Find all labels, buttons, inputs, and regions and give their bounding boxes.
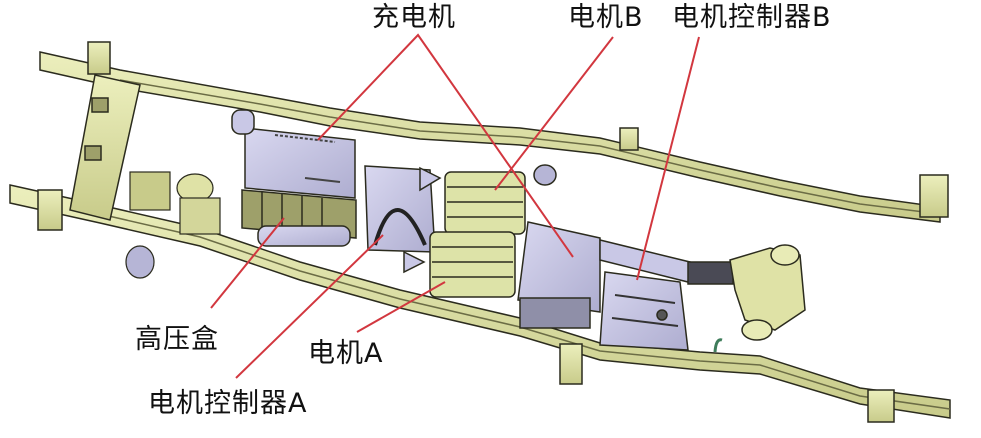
label-motor-a: 电机A: [308, 338, 384, 369]
leader-motor-b: [494, 36, 614, 191]
label-motor-controller-b: 电机控制器B: [672, 2, 832, 33]
motor-controller-a: [364, 165, 442, 274]
motor-b: [444, 171, 526, 235]
leader-motor-a: [356, 281, 446, 333]
front-cross-member: [69, 74, 141, 221]
charger-unit: [231, 109, 356, 199]
label-motor-controller-a: 电机控制器A: [148, 388, 308, 419]
lower-frame-rail: [9, 184, 951, 423]
leader-motor-controller-b: [636, 36, 700, 281]
label-charger: 充电机: [372, 2, 456, 33]
motor-controller-b: [599, 271, 689, 351]
leader-charger: [317, 33, 574, 258]
drive-shaft: [599, 239, 734, 285]
rear-differential: [729, 244, 806, 341]
green-pipe: [713, 338, 723, 353]
leader-lines: [210, 33, 700, 379]
motor-a: [429, 231, 516, 298]
label-motor-b: 电机B: [568, 2, 644, 33]
front-suspension: [125, 171, 221, 279]
leader-hv-box: [210, 217, 285, 309]
leader-motor-controller-a: [235, 234, 384, 379]
label-hv-box: 高压盒: [135, 324, 219, 355]
high-voltage-box: [241, 189, 357, 247]
gearbox-housing: [517, 164, 601, 329]
